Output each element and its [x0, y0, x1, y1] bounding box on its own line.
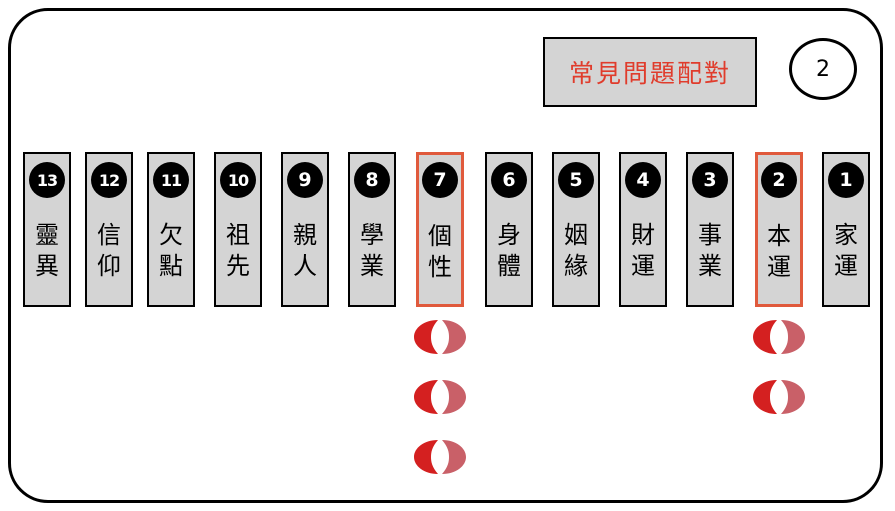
card-label: 欠點	[149, 220, 193, 282]
card-number-badge: 13	[29, 162, 65, 198]
card-label-line-2: 性	[428, 253, 452, 281]
divination-block-pair-icon	[414, 439, 466, 475]
category-card-6[interactable]: 6 身體	[485, 152, 533, 307]
category-card-10[interactable]: 10 祖先	[214, 152, 262, 307]
card-number-badge: 8	[354, 162, 390, 198]
category-card-5[interactable]: 5 姻緣	[552, 152, 600, 307]
category-card-13[interactable]: 13 靈異	[23, 152, 71, 307]
category-card-11[interactable]: 11 欠點	[147, 152, 195, 307]
card-label: 靈異	[25, 220, 69, 282]
card-label-line-2: 業	[698, 252, 722, 280]
card-label-line-2: 運	[834, 252, 858, 280]
card-number-badge: 2	[761, 162, 797, 198]
card-label-line-1: 身	[497, 221, 521, 249]
card-label-line-2: 仰	[97, 252, 121, 280]
card-label-line-2: 體	[497, 252, 521, 280]
card-number-badge: 3	[692, 162, 728, 198]
category-card-7[interactable]: 7 個性	[416, 152, 464, 307]
card-label-line-2: 運	[631, 252, 655, 280]
card-label-line-2: 緣	[564, 252, 588, 280]
page-title: 常見問題配對	[543, 37, 757, 107]
card-label-line-1: 事	[698, 221, 722, 249]
card-label: 祖先	[216, 220, 260, 282]
card-number-badge: 11	[153, 162, 189, 198]
divination-block-pair-icon	[753, 319, 805, 355]
card-number-badge: 10	[220, 162, 256, 198]
category-card-12[interactable]: 12 信仰	[85, 152, 133, 307]
card-label: 學業	[350, 220, 394, 282]
card-number-badge: 12	[91, 162, 127, 198]
card-label: 親人	[283, 220, 327, 282]
category-card-2[interactable]: 2 本運	[755, 152, 803, 307]
card-label-line-1: 個	[428, 222, 452, 250]
card-label: 姻緣	[554, 220, 598, 282]
card-label: 事業	[688, 220, 732, 282]
category-card-4[interactable]: 4 財運	[619, 152, 667, 307]
card-number-badge: 1	[828, 162, 864, 198]
card-label: 信仰	[87, 220, 131, 282]
card-label-line-2: 異	[35, 252, 59, 280]
card-number-badge: 5	[558, 162, 594, 198]
category-card-9[interactable]: 9 親人	[281, 152, 329, 307]
card-label: 本運	[758, 221, 800, 283]
divination-block-pair-icon	[414, 319, 466, 355]
page-number-badge: 2	[789, 38, 857, 100]
card-label-line-2: 運	[767, 253, 791, 281]
card-label-line-1: 財	[631, 221, 655, 249]
card-label: 個性	[419, 221, 461, 283]
card-label-line-1: 信	[97, 221, 121, 249]
card-label-line-2: 人	[293, 252, 317, 280]
card-label: 財運	[621, 220, 665, 282]
card-label-line-2: 先	[226, 252, 250, 280]
card-label-line-1: 祖	[226, 221, 250, 249]
card-number-badge: 9	[287, 162, 323, 198]
card-number-badge: 7	[422, 162, 458, 198]
card-label: 家運	[824, 220, 868, 282]
card-label-line-2: 點	[159, 252, 183, 280]
card-number-badge: 4	[625, 162, 661, 198]
card-number-badge: 6	[491, 162, 527, 198]
divination-block-pair-icon	[753, 379, 805, 415]
card-label-line-1: 親	[293, 221, 317, 249]
card-label: 身體	[487, 220, 531, 282]
category-card-3[interactable]: 3 事業	[686, 152, 734, 307]
card-label-line-2: 業	[360, 252, 384, 280]
category-card-8[interactable]: 8 學業	[348, 152, 396, 307]
category-card-1[interactable]: 1 家運	[822, 152, 870, 307]
card-label-line-1: 本	[767, 222, 791, 250]
card-label-line-1: 姻	[564, 221, 588, 249]
card-label-line-1: 學	[360, 221, 384, 249]
card-label-line-1: 靈	[35, 221, 59, 249]
card-label-line-1: 欠	[159, 221, 183, 249]
divination-block-pair-icon	[414, 379, 466, 415]
card-label-line-1: 家	[834, 221, 858, 249]
